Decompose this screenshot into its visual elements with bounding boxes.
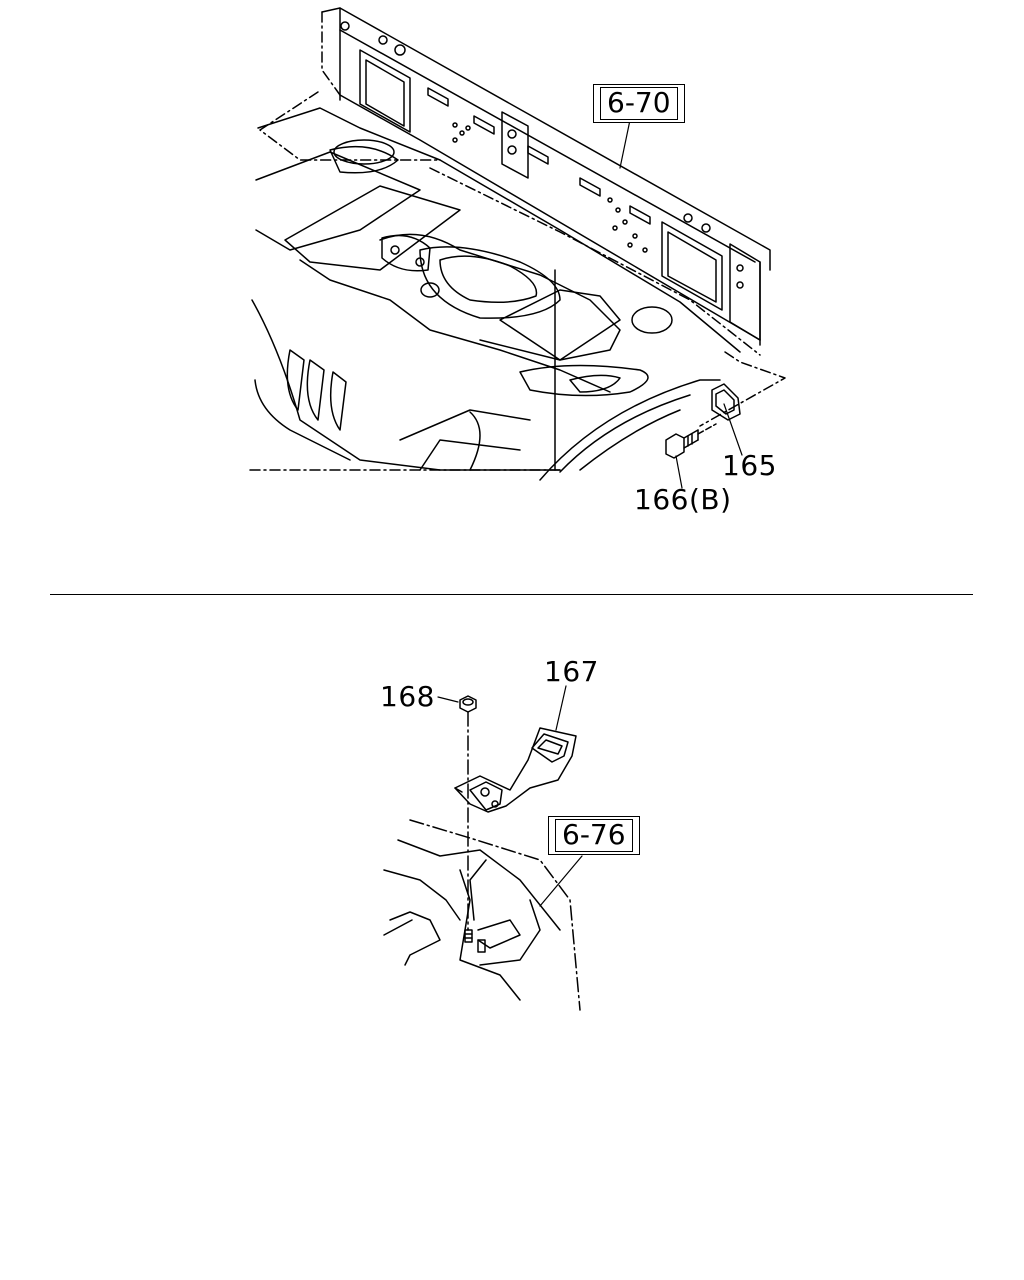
- part-callout-166[interactable]: 166(B): [634, 483, 732, 516]
- part-callout-165[interactable]: 165: [722, 449, 777, 482]
- reference-label: 6-76: [555, 819, 633, 852]
- reference-box-6-70[interactable]: 6-70: [593, 84, 685, 123]
- reference-box-6-76[interactable]: 6-76: [548, 816, 640, 855]
- floor-panel-drawing: [0, 0, 1024, 560]
- part-callout-168[interactable]: 168: [380, 680, 435, 713]
- part-callout-167[interactable]: 167: [544, 655, 599, 688]
- reference-label: 6-70: [600, 87, 678, 120]
- section-divider: [50, 594, 973, 595]
- bracket-drawing: [0, 600, 1024, 1030]
